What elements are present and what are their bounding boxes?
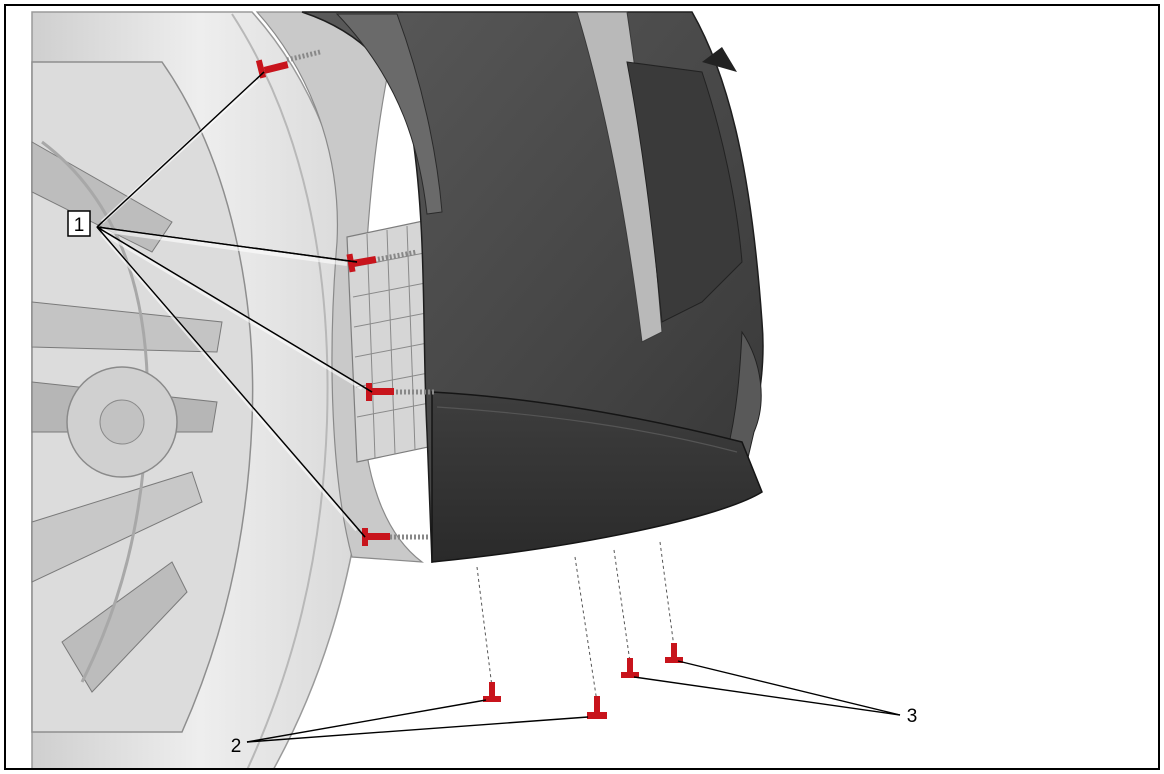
callout-3-label: 3: [907, 706, 918, 727]
callout-2-label: 2: [231, 736, 242, 757]
side-fastener-2: [346, 249, 418, 273]
bumper-fascia-fastener-diagram: 1 2 3: [31, 11, 918, 768]
lower-fastener-2a: [483, 682, 501, 702]
lower-fastener-3a: [621, 658, 639, 678]
callout-3-leaders: [633, 660, 901, 716]
callout-3: 3: [907, 706, 918, 727]
wheel-well-liner: [255, 11, 424, 563]
dash-line: [613, 549, 631, 663]
diagram-frame: 1 2 3: [4, 4, 1160, 770]
dash-line: [574, 556, 598, 703]
callout-1: 1: [67, 210, 91, 237]
side-fastener-1: [255, 49, 321, 79]
side-fastener-3: [366, 383, 434, 401]
callout-1-leaders-front: [96, 71, 373, 538]
install-dash-lines: [476, 541, 675, 703]
callout-2: 2: [231, 736, 242, 757]
callout-2-leaders: [246, 699, 589, 743]
dash-line: [476, 566, 493, 688]
dash-line: [659, 541, 675, 648]
lower-air-deflector: [431, 391, 763, 563]
lower-fastener-2b: [587, 696, 607, 719]
callout-1-label: 1: [74, 215, 85, 236]
lower-fastener-3b: [665, 643, 683, 663]
